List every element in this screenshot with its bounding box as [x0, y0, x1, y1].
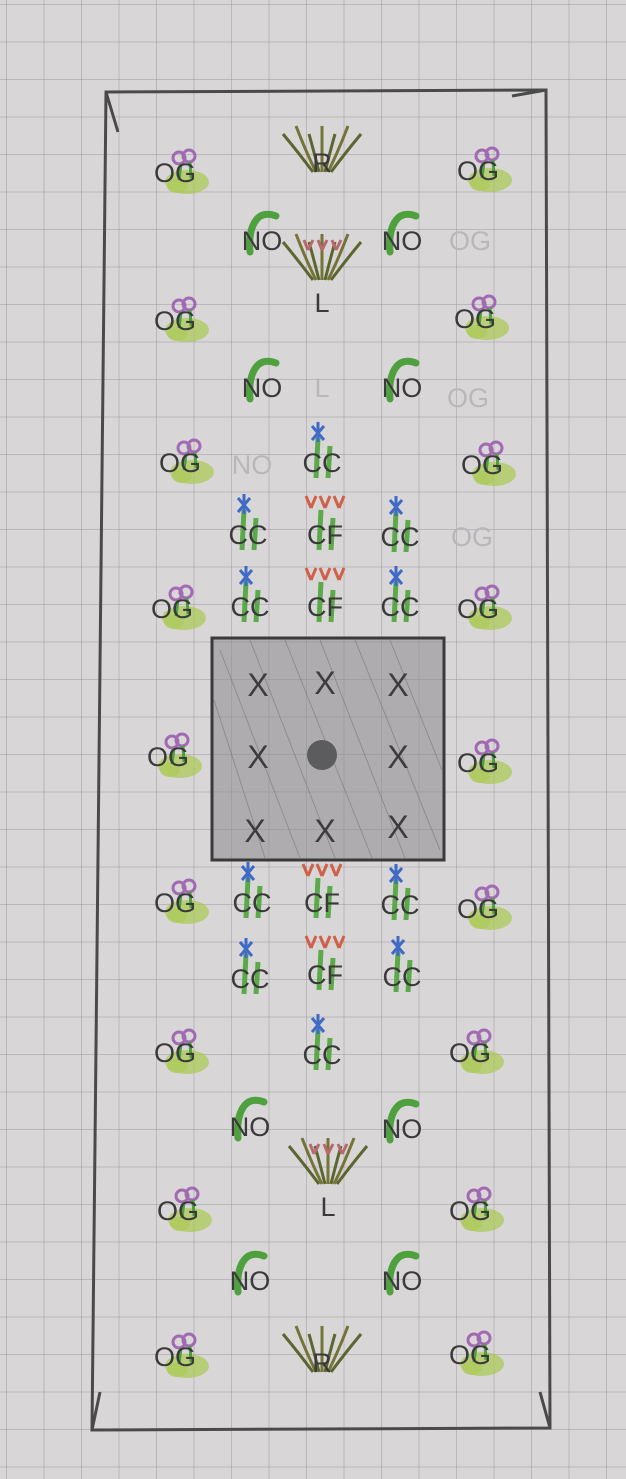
plant-label-og: OG: [151, 594, 193, 624]
x-mark: X: [244, 813, 265, 849]
plant-label-no: NO: [382, 226, 423, 256]
plant-label-no: NO: [230, 1266, 271, 1296]
x-mark: X: [387, 809, 408, 845]
plant-label-no: NO: [382, 1266, 423, 1296]
plant-label-cf: CF: [304, 888, 340, 918]
x-mark: X: [314, 665, 335, 701]
plant-label-og: OG: [154, 306, 196, 336]
plant-label-no: NO: [382, 1114, 423, 1144]
plant-label-no: NO: [242, 226, 283, 256]
plant-label-no: NO: [230, 1112, 271, 1142]
plant-label-cc: CC: [381, 522, 420, 552]
plant-label-l: L: [314, 288, 329, 318]
plant-label-cc: CC: [229, 520, 268, 550]
plant-label-og: OG: [449, 1196, 491, 1226]
plant-label-l: L: [314, 373, 329, 403]
plant-label-og: OG: [457, 156, 499, 186]
center-dot: [307, 740, 337, 770]
grass-with-flower-icon: [289, 1138, 367, 1184]
plant-label-r: R: [312, 148, 332, 178]
plant-label-og: OG: [449, 226, 491, 256]
plant-label-og: OG: [449, 1340, 491, 1370]
x-mark: X: [247, 667, 268, 703]
plant-label-og: OG: [159, 448, 201, 478]
plant-label-og: OG: [454, 304, 496, 334]
grass-with-flower-icon: [283, 234, 361, 280]
plant-label-no: NO: [232, 450, 273, 480]
plant-label-cc: CC: [233, 888, 272, 918]
plant-label-cc: CC: [303, 448, 342, 478]
plant-label-cc: CC: [383, 962, 422, 992]
plant-label-cf: CF: [307, 960, 343, 990]
x-mark: X: [387, 667, 408, 703]
plant-label-og: OG: [457, 894, 499, 924]
x-mark: X: [387, 739, 408, 775]
plant-label-cf: CF: [307, 592, 343, 622]
plant-label-og: OG: [451, 522, 493, 552]
plant-label-og: OG: [157, 1196, 199, 1226]
plant-label-cc: CC: [303, 1040, 342, 1070]
plant-label-no: NO: [382, 373, 423, 403]
x-mark: X: [247, 739, 268, 775]
plant-label-og: OG: [154, 1342, 196, 1372]
plant-label-og: OG: [457, 594, 499, 624]
plant-label-og: OG: [154, 888, 196, 918]
plant-label-og: OG: [449, 1038, 491, 1068]
plant-label-og: OG: [447, 383, 489, 413]
plant-label-og: OG: [461, 450, 503, 480]
plant-label-r: R: [312, 1348, 332, 1378]
plant-label-cc: CC: [381, 890, 420, 920]
plant-label-og: OG: [147, 742, 189, 772]
plant-label-l: L: [320, 1192, 335, 1222]
x-mark: X: [314, 813, 335, 849]
plant-label-og: OG: [154, 158, 196, 188]
plant-label-cc: CC: [381, 592, 420, 622]
plant-label-no: NO: [242, 373, 283, 403]
plant-label-cc: CC: [231, 964, 270, 994]
plant-label-cf: CF: [307, 520, 343, 550]
plant-label-og: OG: [457, 748, 499, 778]
plant-label-cc: CC: [231, 592, 270, 622]
plant-label-og: OG: [154, 1038, 196, 1068]
